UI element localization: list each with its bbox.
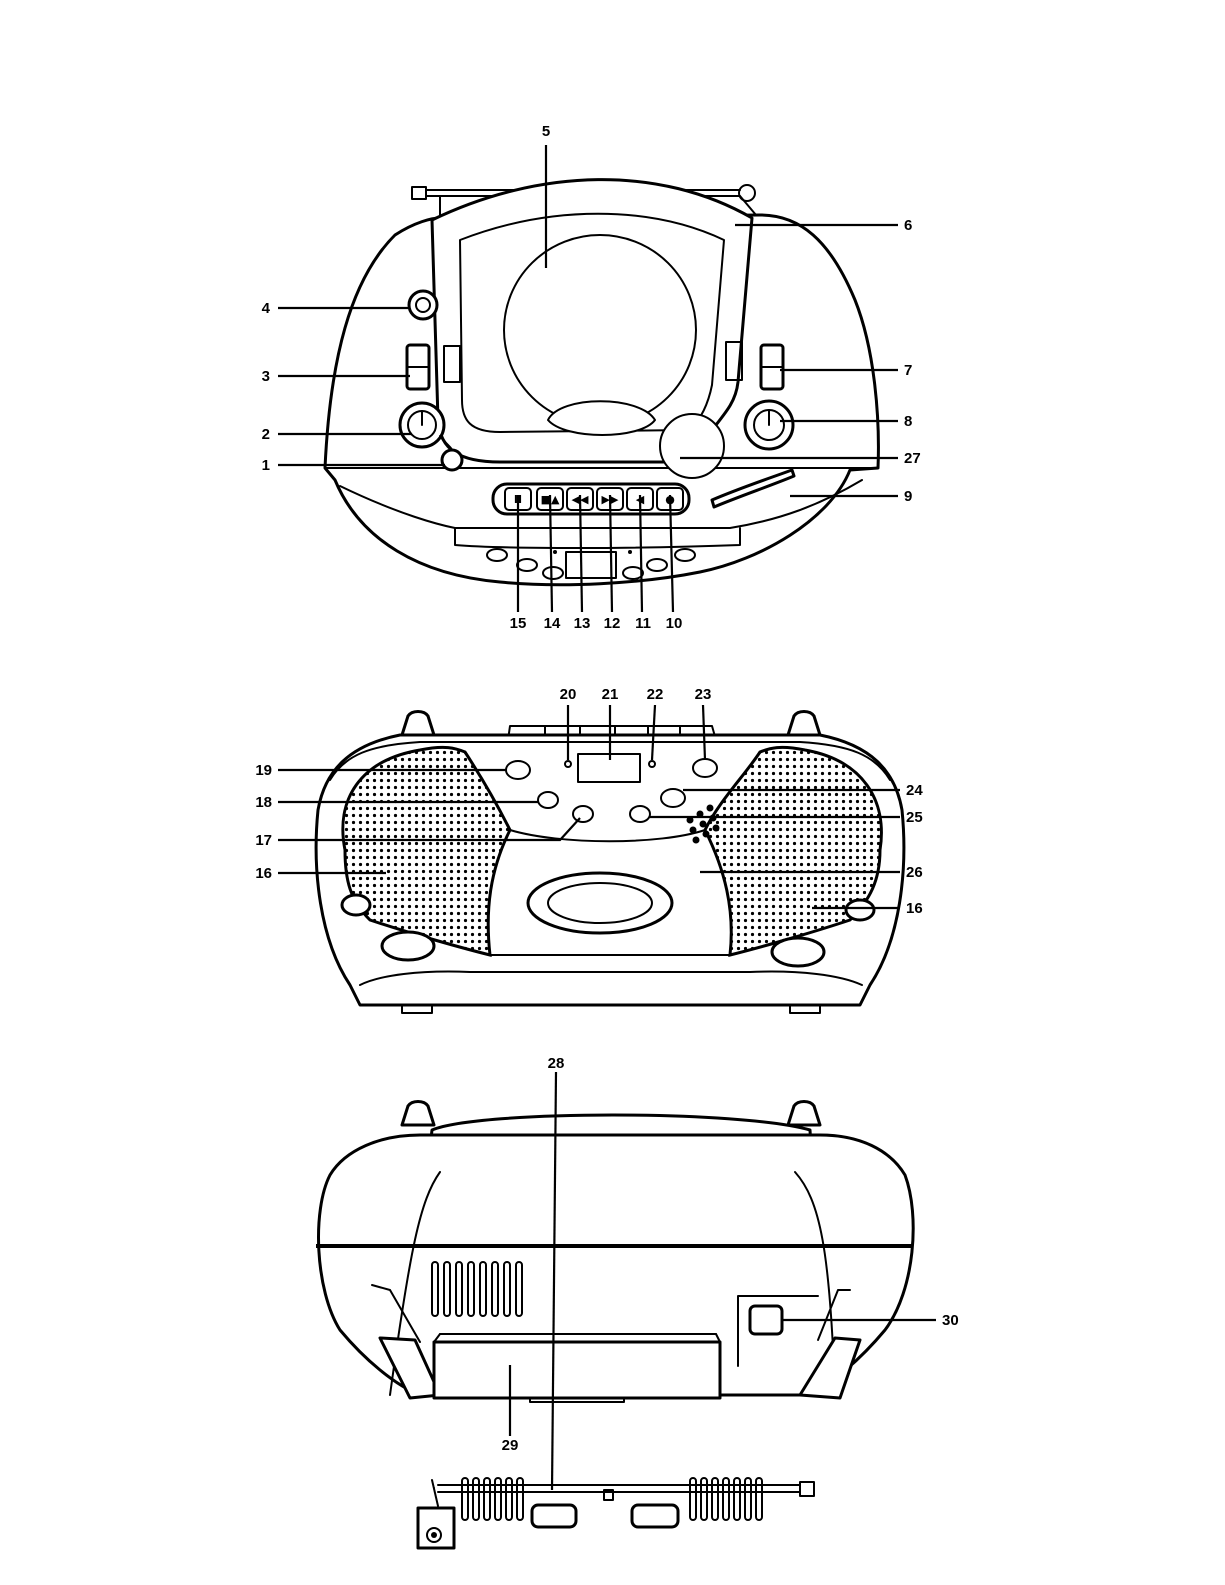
left-lower-port (382, 932, 434, 960)
callout-10: 10 (666, 615, 683, 632)
function-selector-switch[interactable] (407, 345, 429, 389)
right-bass-port (846, 900, 874, 920)
callout-20: 20 (560, 686, 577, 703)
top-view: II ■▲ ◀◀ ▶▶ ◀ ● (262, 123, 921, 632)
battery-compartment[interactable] (434, 1334, 720, 1402)
indicator-20 (565, 761, 571, 767)
left-bass-port (342, 895, 370, 915)
callout-25: 25 (906, 809, 923, 826)
callout-29: 29 (502, 1437, 519, 1454)
callout-2: 2 (262, 426, 270, 443)
volume-knob[interactable] (400, 403, 444, 447)
callout-13: 13 (574, 615, 591, 632)
callout-12: 12 (604, 615, 621, 632)
rear-slot-right (632, 1505, 678, 1527)
callout-14: 14 (544, 615, 561, 632)
callout-26: 26 (906, 864, 923, 881)
callout-27: 27 (904, 450, 921, 467)
indicator-22 (649, 761, 655, 767)
antenna-bracket (418, 1508, 454, 1548)
band-selector-switch[interactable] (761, 345, 783, 389)
tuning-knob[interactable] (745, 401, 793, 449)
callout-1: 1 (262, 457, 270, 474)
callout-5: 5 (542, 123, 550, 140)
callout-24: 24 (906, 782, 923, 799)
front-view: 20 21 22 23 19 18 17 16 24 25 26 16 (255, 686, 923, 1013)
callout-3: 3 (262, 368, 270, 385)
rear-view: 28 29 30 (316, 1055, 959, 1548)
callout-18: 18 (255, 794, 272, 811)
front-button-24[interactable] (661, 789, 685, 807)
callout-4: 4 (262, 300, 271, 317)
callout-8: 8 (904, 413, 912, 430)
callout-15: 15 (510, 615, 527, 632)
front-button-19[interactable] (506, 761, 530, 779)
callout-16-right: 16 (906, 900, 923, 917)
headphone-jack[interactable] (409, 291, 437, 319)
front-button-18[interactable] (538, 792, 558, 808)
callout-9: 9 (904, 488, 912, 505)
callout-19: 19 (255, 762, 272, 779)
callout-21: 21 (602, 686, 619, 703)
callout-6: 6 (904, 217, 912, 234)
callout-11: 11 (635, 615, 651, 632)
callout-17: 17 (255, 832, 272, 849)
callout-30: 30 (942, 1312, 959, 1329)
right-lower-port (772, 938, 824, 966)
callout-7: 7 (904, 362, 912, 379)
front-button-25[interactable] (630, 806, 650, 822)
rear-slot-left (532, 1505, 576, 1527)
callout-28: 28 (548, 1055, 565, 1072)
front-button-23[interactable] (693, 759, 717, 777)
front-button-17[interactable] (573, 806, 593, 822)
callout-23: 23 (695, 686, 712, 703)
callout-22: 22 (647, 686, 664, 703)
callout-16-left: 16 (255, 865, 272, 882)
display-window (660, 414, 724, 478)
